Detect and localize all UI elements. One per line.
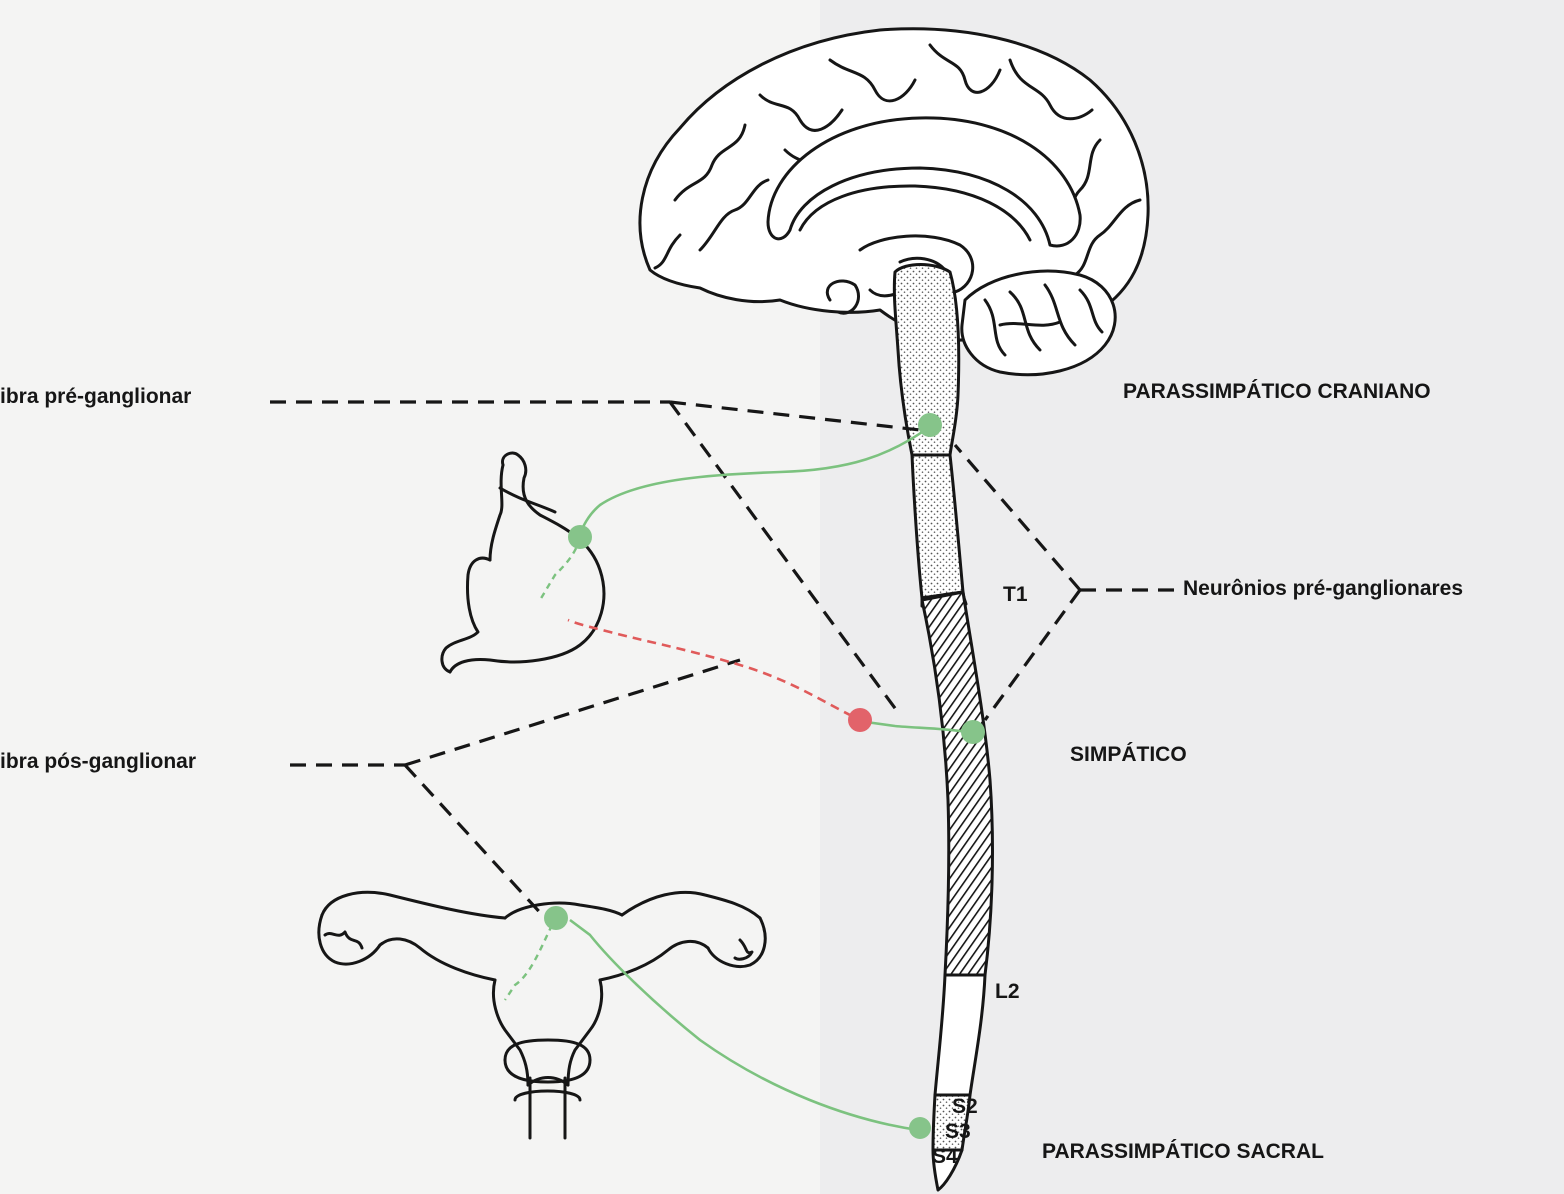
label-simpatico: SIMPÁTICO	[1070, 743, 1187, 767]
label-s2: S2	[952, 1095, 978, 1119]
label-fibra-pos-ganglionar: ibra pós-ganglionar	[0, 750, 196, 774]
sympathetic-spinal-ganglion	[961, 720, 985, 744]
sympathetic-chain-ganglion	[848, 708, 872, 732]
stomach	[442, 453, 604, 672]
label-parassimpatico-sacral: PARASSIMPÁTICO SACRAL	[1042, 1140, 1324, 1164]
cerebellum	[962, 271, 1115, 375]
label-s4: S4	[932, 1145, 958, 1169]
label-fibra-pre-ganglionar: ibra pré-ganglionar	[0, 385, 191, 409]
thoracolumbar-segment	[922, 592, 992, 975]
sacral-ganglion	[909, 1117, 931, 1139]
gastric-ganglion	[568, 525, 592, 549]
sacral-parasympathetic-fiber	[570, 920, 918, 1130]
label-neuronios-pre-ganglionares: Neurônios pré-ganglionares	[1183, 577, 1463, 601]
cranial-ganglion	[918, 413, 942, 437]
spinal-cord	[912, 455, 992, 1190]
label-l2: L2	[995, 980, 1020, 1004]
uterine-ganglion	[544, 906, 568, 930]
label-t1: T1	[1003, 583, 1028, 607]
brain	[640, 29, 1148, 455]
uterus	[319, 892, 765, 1138]
label-s3: S3	[945, 1120, 971, 1144]
label-parassimpatico-craniano: PARASSIMPÁTICO CRANIANO	[1123, 380, 1431, 404]
